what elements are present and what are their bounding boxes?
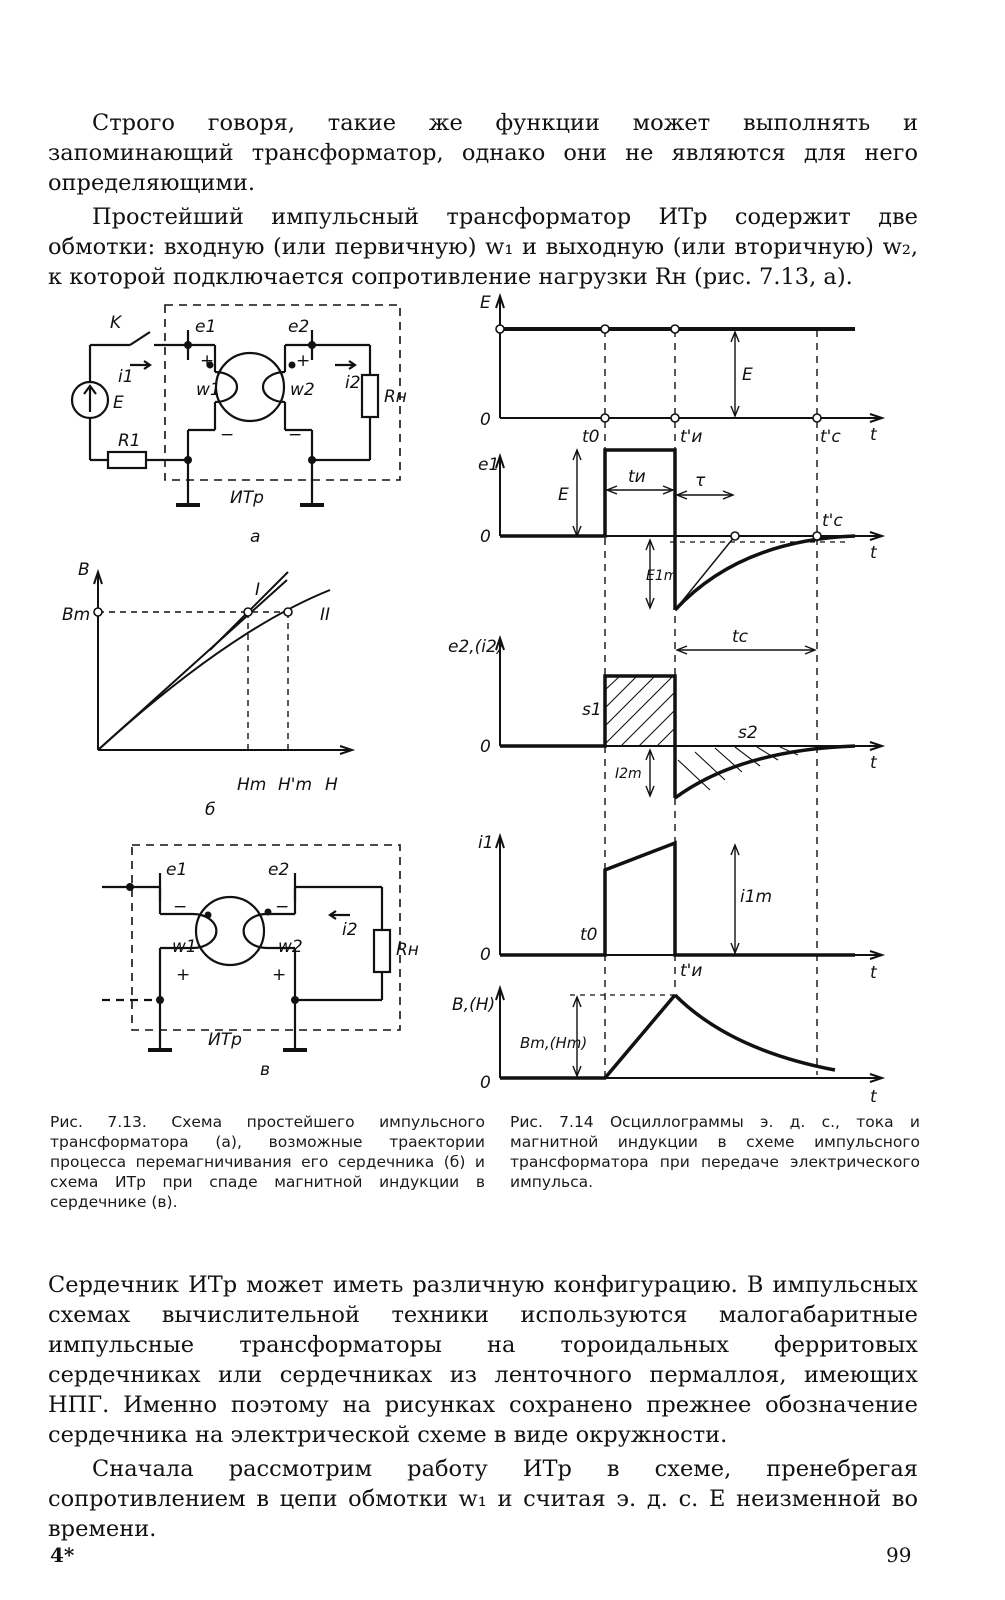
label-tc: tc [732,627,749,647]
label-I2m: I2m [615,766,642,782]
label-i1m: i1m [740,887,772,907]
label-tc-prime: t'c [820,427,841,447]
label-tau: τ [695,471,706,491]
label-w1: w1 [196,380,221,400]
label-tn-prime: t'и [680,427,702,447]
label-zero-1: 0 [480,410,491,430]
label-B: B [78,560,90,580]
label-b: б [205,800,215,820]
minus-v2: − [275,897,289,917]
label-H: H [325,775,338,795]
label-t-1: t [870,425,878,445]
label-E-axis: E [480,293,491,313]
label-Hm: Hm [237,775,266,795]
minus-v1: − [173,897,187,917]
minus-1: − [220,425,234,445]
bottom-text-block: Сердечник ИТр может иметь различную конф… [48,1270,918,1544]
label-w1-v: w1 [172,937,197,957]
plus-2: + [296,351,310,371]
label-i2-v: i2 [342,920,358,940]
label-e2-v: e2 [268,860,289,880]
label-e1-v: e1 [166,860,187,880]
plus-1: + [200,351,214,371]
label-E-amp: E [742,365,753,385]
label-zero-3: 0 [480,737,491,757]
label-i1: i1 [118,367,134,387]
label-E-e1: E [558,485,569,505]
page-number: 99 [886,1543,912,1567]
label-K: K [110,313,123,333]
minus-2: − [288,425,302,445]
circuit-v [102,844,401,1052]
label-R1: R1 [118,431,141,451]
label-w2-v: w2 [278,937,303,957]
paragraph-1: Строго говоря, такие же функции может вы… [48,110,918,196]
label-II: II [320,605,330,625]
label-zero-4: 0 [480,945,491,965]
label-E1m: E1m [646,568,677,584]
label-Hm-prime: H'm [278,775,312,795]
paragraph-2: Простейший импульсный трансформатор ИТр … [48,204,918,290]
label-v: в [260,1060,270,1080]
label-BmHm: Bm,(Hm) [520,1034,587,1052]
label-i2: i2 [345,373,361,393]
label-ITr-v: ИТр [208,1030,242,1050]
label-tc-prime-2: t'c [822,511,843,531]
signature-mark: 4* [50,1543,75,1567]
bh-curve-b [93,568,356,755]
label-tn: tи [628,467,646,487]
label-a: а [250,527,260,547]
label-s2: s2 [738,723,758,743]
label-s1: s1 [582,700,602,720]
figure-7-13: K i1 E R1 e1 e2 w1 w2 i2 Rн ИТр + + − − … [62,304,419,1080]
label-zero-5: 0 [480,1073,491,1093]
label-Rn: Rн [384,387,407,407]
label-BH-axis: B,(H) [452,995,495,1015]
label-zero-2: 0 [480,527,491,547]
paragraph-3: Сердечник ИТр может иметь различную конф… [48,1272,918,1448]
label-E: E [113,393,124,413]
label-e1-axis: e1 [478,455,499,475]
top-text-block: Строго говоря, такие же функции может вы… [48,108,918,292]
paragraph-4: Сначала рассмотрим работу ИТр в схеме, п… [48,1456,918,1542]
label-Bm: Bm [62,605,90,625]
caption-fig-7-14: Рис. 7.14 Осциллограммы э. д. с., тока и… [510,1113,920,1191]
label-e1: e1 [195,317,216,337]
label-ITr: ИТр [230,488,264,508]
label-e2i2-axis: e2,(i2) [448,637,503,657]
figure-7-14: E E 0 t t0 t'и t'c e1 E tи τ t'c 0 t E1m… [448,292,886,1107]
label-e2: e2 [288,317,309,337]
label-I: I [255,580,260,600]
label-Rn-v: Rн [396,940,419,960]
label-t-3: t [870,753,878,773]
label-t0: t0 [582,427,599,447]
label-t-2: t [870,543,878,563]
label-tn-prime-2: t'и [680,961,702,981]
label-w2: w2 [290,380,315,400]
plus-v2: + [272,965,286,985]
plus-v1: + [176,965,190,985]
label-t-5: t [870,1087,878,1107]
label-t-4: t [870,963,878,983]
label-t0-2: t0 [580,925,597,945]
caption-fig-7-13: Рис. 7.13. Схема простейшего импульсного… [50,1113,485,1211]
label-i1-axis: i1 [478,833,494,853]
